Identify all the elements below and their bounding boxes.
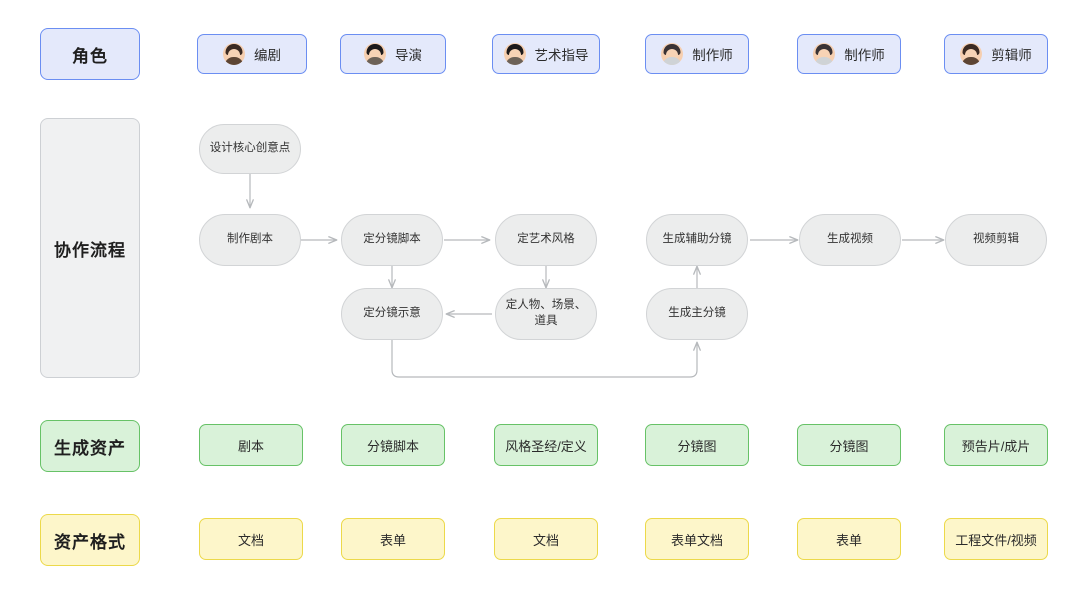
flow-node-storyboard-script[interactable]: 定分镜脚本 [341, 214, 443, 266]
asset-chip-5[interactable]: 分镜图 [797, 424, 901, 466]
lane-label-role: 角色 [40, 28, 140, 80]
format-chip-1[interactable]: 文档 [199, 518, 303, 560]
role-label: 艺术指导 [534, 48, 589, 63]
role-badge-art-director[interactable]: 艺术指导 [492, 34, 600, 74]
role-label: 制作师 [692, 48, 733, 63]
role-label: 编剧 [254, 48, 281, 63]
avatar-producer-1-icon [661, 43, 684, 65]
role-badge-producer-1[interactable]: 制作师 [645, 34, 749, 74]
flow-node-idea[interactable]: 设计核心创意点 [199, 124, 301, 174]
role-label: 剪辑师 [991, 48, 1032, 63]
flow-node-aux-shots[interactable]: 生成辅助分镜 [646, 214, 748, 266]
role-badge-director[interactable]: 导演 [340, 34, 446, 74]
format-chip-2[interactable]: 表单 [341, 518, 445, 560]
role-badge-screenwriter[interactable]: 编剧 [197, 34, 307, 74]
role-badge-producer-2[interactable]: 制作师 [797, 34, 901, 74]
role-badge-editor[interactable]: 剪辑师 [944, 34, 1048, 74]
avatar-art-director-icon [503, 43, 526, 65]
asset-chip-2[interactable]: 分镜脚本 [341, 424, 445, 466]
flow-node-generate-video[interactable]: 生成视频 [799, 214, 901, 266]
asset-chip-6[interactable]: 预告片/成片 [944, 424, 1048, 466]
avatar-editor-icon [960, 43, 983, 65]
format-chip-3[interactable]: 文档 [494, 518, 598, 560]
flow-node-video-edit[interactable]: 视频剪辑 [945, 214, 1047, 266]
flow-node-art-style[interactable]: 定艺术风格 [495, 214, 597, 266]
format-chip-5[interactable]: 表单 [797, 518, 901, 560]
role-label: 导演 [395, 48, 422, 63]
flow-node-storyboard-sketch[interactable]: 定分镜示意 [341, 288, 443, 340]
avatar-director-icon [364, 43, 386, 65]
flow-node-characters-scenes-props[interactable]: 定人物、场景、道具 [495, 288, 597, 340]
flow-node-script[interactable]: 制作剧本 [199, 214, 301, 266]
flow-node-main-shots[interactable]: 生成主分镜 [646, 288, 748, 340]
lane-label-format: 资产格式 [40, 514, 140, 566]
asset-chip-4[interactable]: 分镜图 [645, 424, 749, 466]
asset-chip-1[interactable]: 剧本 [199, 424, 303, 466]
format-chip-6[interactable]: 工程文件/视频 [944, 518, 1048, 560]
avatar-screenwriter-icon [223, 43, 245, 65]
avatar-producer-2-icon [813, 43, 836, 65]
lane-label-asset: 生成资产 [40, 420, 140, 472]
lane-label-flow: 协作流程 [40, 118, 140, 378]
asset-chip-3[interactable]: 风格圣经/定义 [494, 424, 598, 466]
role-label: 制作师 [844, 48, 885, 63]
format-chip-4[interactable]: 表单文档 [645, 518, 749, 560]
